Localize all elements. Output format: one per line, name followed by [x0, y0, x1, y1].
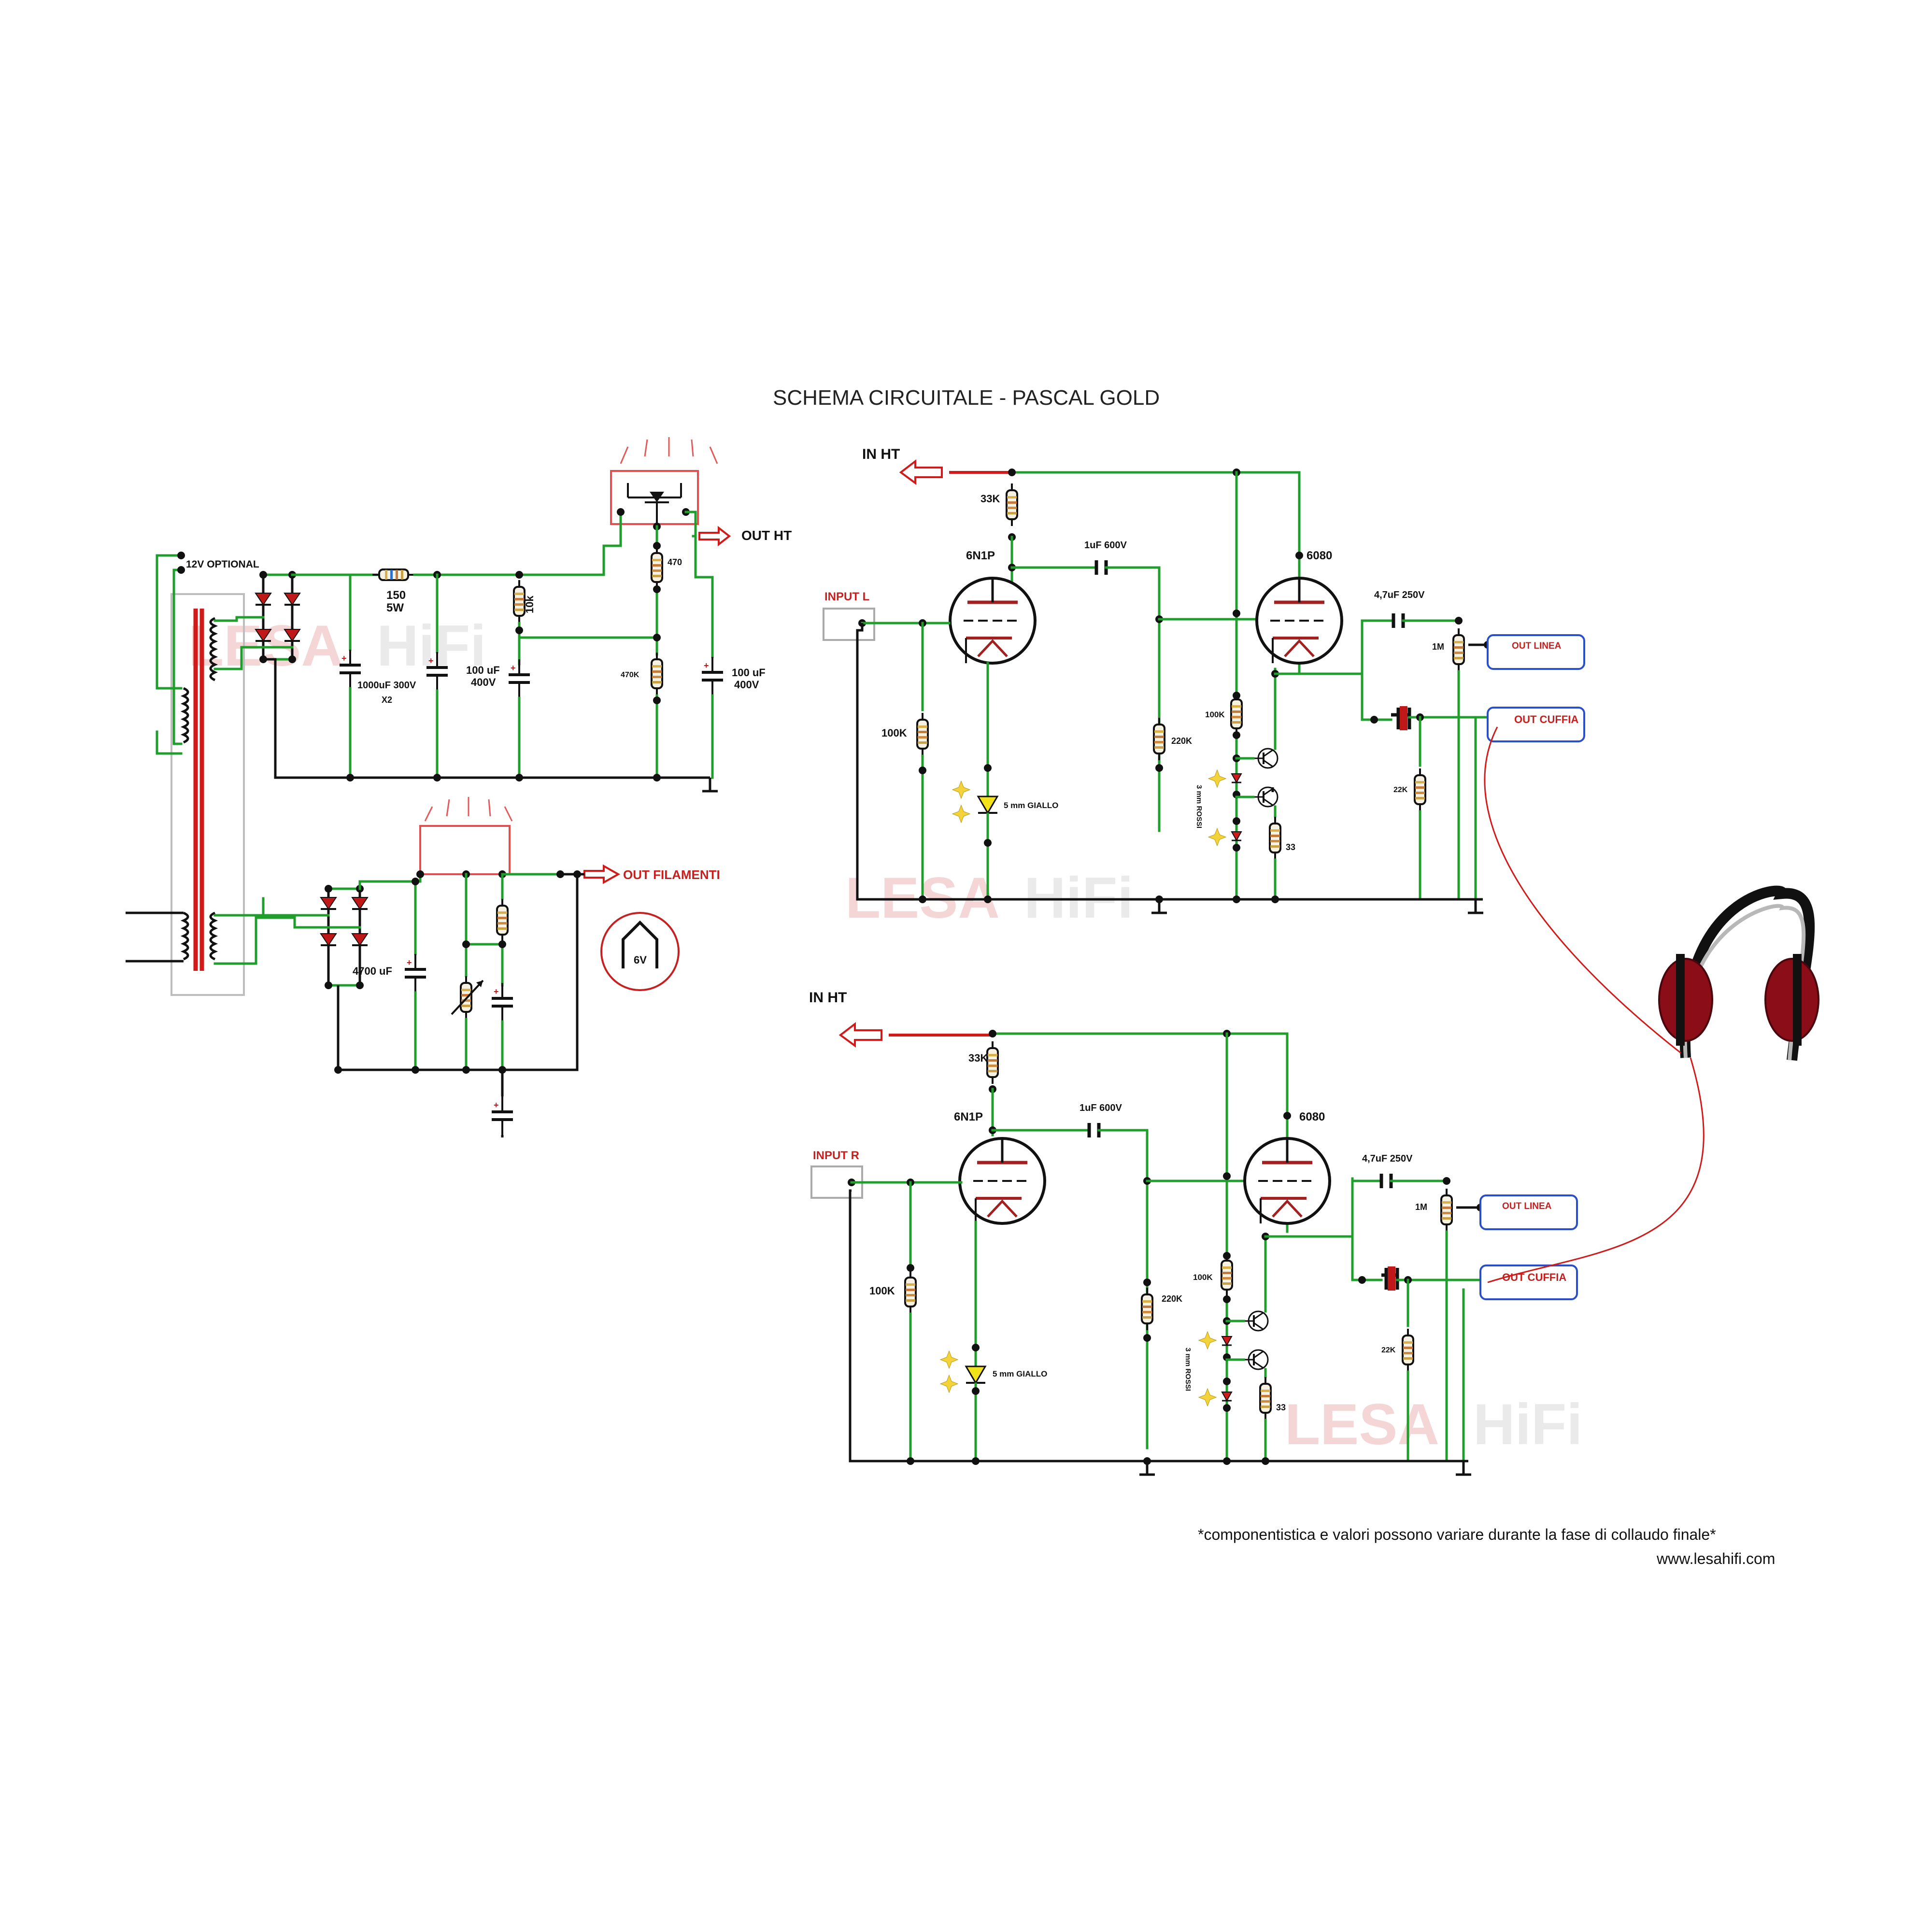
label-6v: 6V: [634, 954, 647, 966]
diagram-title: SCHEMA CIRCUITALE - PASCAL GOLD: [773, 386, 1160, 410]
label-tube2-right: 6080: [1299, 1110, 1325, 1123]
label-r100k-left: 100K: [881, 727, 907, 739]
label-tube1-right: 6N1P: [954, 1110, 983, 1123]
label-cap-100a-volt: 400V: [471, 676, 496, 688]
filament-regulator: [419, 797, 513, 875]
headphone-cable-right: [1487, 1057, 1705, 1283]
label-r100k-ccs-right: 100K: [1193, 1273, 1213, 1282]
svg-text:HiFi: HiFi: [1473, 1392, 1583, 1457]
label-r100k-ccs-left: 100K: [1205, 710, 1225, 719]
tube-6n1p-left: [950, 578, 1035, 663]
mosfet-regulator-ht: [610, 437, 718, 525]
label-input-left: INPUT L: [824, 590, 869, 603]
website: www.lesahifi.com: [1656, 1550, 1775, 1567]
label-r1m-left: 1M: [1432, 642, 1444, 652]
label-cap-1uf-right: 1uF 600V: [1080, 1103, 1122, 1113]
label-cap-100b-volt: 400V: [734, 679, 759, 691]
filament-bridge-rectifier: [320, 885, 369, 989]
out-filamenti-arrow: [583, 864, 621, 884]
in-ht-arrow-right: [838, 1022, 993, 1048]
svg-text:LESA: LESA: [188, 613, 343, 678]
label-in-ht-right: IN HT: [809, 990, 847, 1006]
label-r33-right: 33: [1276, 1403, 1286, 1412]
label-cap-1000: 1000uF 300V: [357, 680, 416, 691]
footnote: *componentistica e valori possono variar…: [1198, 1526, 1716, 1543]
label-r22k-right: 22K: [1381, 1346, 1396, 1354]
label-led5-left: 5 mm GIALLO: [1004, 801, 1058, 810]
svg-text:LESA: LESA: [1285, 1392, 1439, 1457]
power-transformer: [126, 593, 245, 996]
label-cap-1000-count: X2: [382, 695, 392, 705]
headphone-cable-left: [1484, 726, 1681, 1054]
label-r150: 150: [386, 589, 406, 602]
power-supply-ht: 12V OPTIONAL 150 5W 1000u: [126, 437, 792, 996]
label-r220k-right: 220K: [1162, 1294, 1182, 1304]
label-out-cuffia-left: OUT CUFFIA: [1514, 713, 1578, 725]
out-linea-left-box[interactable]: [1487, 634, 1585, 670]
watermark-middle: LESA HiFi: [845, 866, 1134, 930]
label-r220k-left: 220K: [1171, 736, 1192, 746]
label-r22k-left: 22K: [1393, 786, 1408, 794]
label-out-linea-right: OUT LINEA: [1502, 1201, 1552, 1211]
label-tube1-left: 6N1P: [966, 549, 995, 562]
tube-6n1p-right: [960, 1138, 1045, 1223]
out-cuffia-left-box[interactable]: [1487, 707, 1585, 742]
in-ht-arrow-left: [899, 459, 1012, 485]
label-led5-right: 5 mm GIALLO: [993, 1369, 1047, 1378]
label-r10k: 10k: [524, 596, 536, 613]
label-out-ht: OUT HT: [741, 528, 792, 543]
label-cap-100b: 100 uF: [732, 667, 766, 679]
label-r33k-right: 33K: [968, 1052, 988, 1064]
label-cap-4700: 4700 uF: [353, 965, 392, 977]
watermark-top-left: LESA HiFi: [188, 613, 486, 678]
power-supply-filament: 4700 uF: [213, 797, 720, 1137]
tube-6080-left: [1257, 578, 1342, 663]
label-r470: 470: [668, 557, 682, 567]
watermark-bottom: LESA HiFi: [1285, 1392, 1583, 1457]
channel-left: IN HT 33K 1uF 600V 6N1P INPUT L 100K: [823, 446, 1585, 913]
label-r33-left: 33: [1286, 842, 1295, 852]
label-leds-red-left: 3 mm ROSSI: [1195, 785, 1203, 828]
label-cap-4u7-left: 4,7uF 250V: [1374, 590, 1425, 600]
out-ht-arrow: [698, 526, 731, 547]
label-cap-4u7-right: 4,7uF 250V: [1362, 1153, 1413, 1164]
label-cap-1uf-left: 1uF 600V: [1084, 540, 1127, 551]
heater-6v-symbol: [600, 912, 680, 991]
headphones-icon: [1658, 885, 1819, 1061]
label-leds-red-right: 3 mm ROSSI: [1184, 1348, 1192, 1391]
label-out-cuffia-right: OUT CUFFIA: [1502, 1271, 1566, 1283]
label-r1m-right: 1M: [1415, 1202, 1427, 1212]
out-cuffia-right-box[interactable]: [1479, 1264, 1578, 1300]
label-r470k: 470K: [621, 671, 639, 679]
label-input-right: INPUT R: [813, 1149, 859, 1162]
label-r33k-left: 33K: [980, 493, 1000, 505]
label-out-linea-left: OUT LINEA: [1512, 641, 1562, 651]
label-r100k-right: 100K: [869, 1285, 895, 1297]
label-r150-watt: 5W: [386, 601, 404, 614]
label-in-ht-left: IN HT: [862, 446, 900, 462]
tube-6080-right: [1245, 1138, 1330, 1223]
channel-right: IN HT 33K 1uF 600V 6N1P INPUT R 100K: [809, 990, 1578, 1475]
svg-text:HiFi: HiFi: [1024, 866, 1134, 930]
label-tube2-left: 6080: [1307, 549, 1332, 562]
label-cap-100a: 100 uF: [466, 664, 500, 676]
label-out-filamenti: OUT FILAMENTI: [623, 867, 720, 882]
out-linea-right-box[interactable]: [1479, 1194, 1578, 1230]
label-12v-optional: 12V OPTIONAL: [186, 559, 259, 570]
